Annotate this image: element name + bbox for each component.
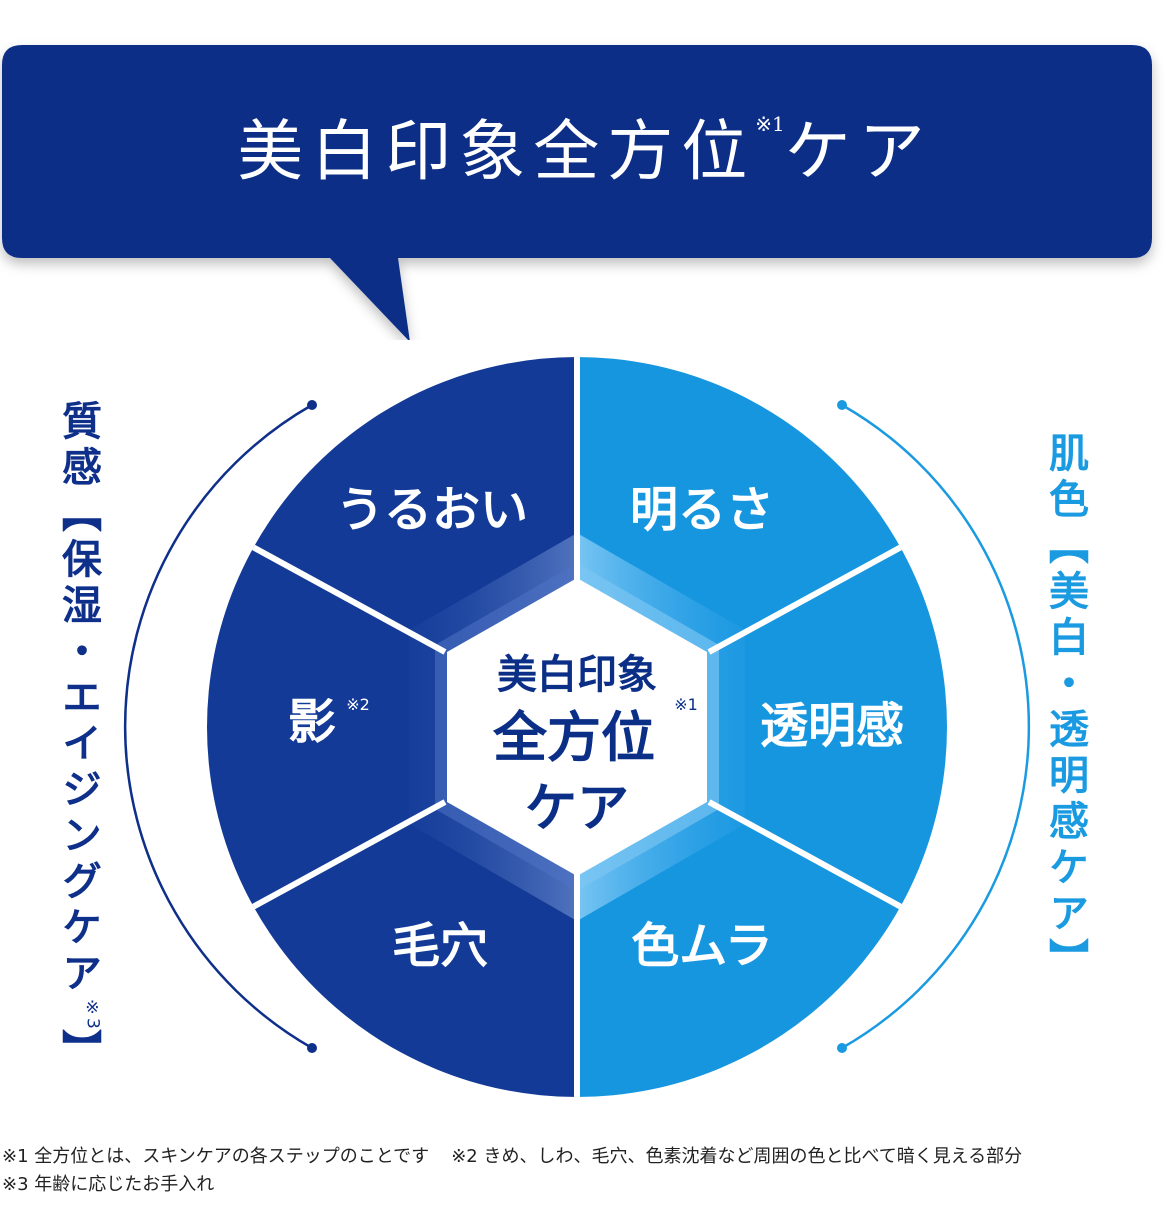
left-arc: [123, 403, 313, 1050]
segment-label-kage: 影: [288, 694, 336, 750]
footnote-2: ※2 きめ、しわ、毛穴、色素沈着など周囲の色と比べて暗く見える部分: [451, 1146, 1023, 1167]
segment-label-iromura: 色ムラ: [631, 918, 773, 974]
divider-lower-right: [707, 799, 916, 917]
right-arc-dot-top: [837, 400, 847, 410]
segment-label-kage-mark: ※2: [346, 695, 370, 714]
left-side-label: 質感【保湿・エイジングケア※3】: [55, 400, 103, 1075]
left-arc-dot-top: [307, 400, 317, 410]
footnotes: ※1 全方位とは、スキンケアの各ステップのことです ※2 きめ、しわ、毛穴、色素沈…: [2, 1143, 1044, 1199]
banner-bubble: [2, 45, 1152, 340]
segment-label-akarusa: 明るさ: [630, 482, 774, 538]
left-arc-dot-bottom: [307, 1043, 317, 1053]
center-hexagon: [447, 578, 707, 876]
center-line1: 美白印象: [497, 652, 657, 698]
right-arc: [841, 403, 1031, 1050]
right-side-label: 肌色【美白・透明感ケア】: [1042, 432, 1088, 984]
segment-label-uruoi: うるおい: [336, 482, 528, 538]
center-line3: ケア: [525, 779, 629, 839]
footnote-1: ※1 全方位とは、スキンケアの各ステップのことです: [2, 1146, 430, 1167]
center-line2: 全方位: [492, 706, 655, 769]
divider-upper-left: [238, 537, 447, 655]
hexagon-circle-diagram: うるおい 影 ※2 毛穴 明るさ 透明感 色ムラ 美白印象 全方位 ※1 ケア: [123, 357, 1031, 1097]
footnote-3: ※3 年齢に応じたお手入れ: [2, 1174, 215, 1195]
segment-label-keana: 毛穴: [392, 918, 488, 974]
divider-upper-right: [707, 537, 916, 655]
right-arc-dot-bottom: [837, 1043, 847, 1053]
divider-lower-left: [238, 799, 447, 917]
segment-label-toumeikan: 透明感: [760, 698, 904, 754]
center-line2-mark: ※1: [674, 695, 698, 714]
banner-title: 美白印象全方位※1ケア: [237, 112, 933, 190]
